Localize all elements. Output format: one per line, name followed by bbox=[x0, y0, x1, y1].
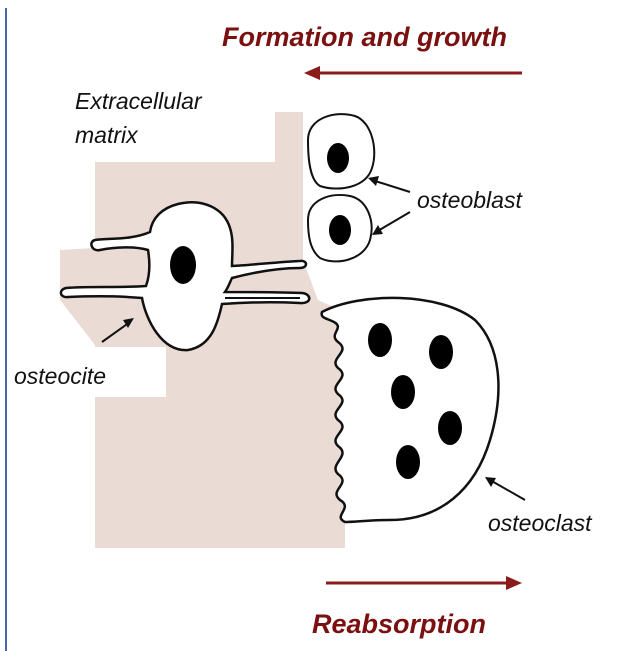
extracellular-matrix-label-line2: matrix bbox=[75, 122, 139, 148]
reabsorption-heading: Reabsorption bbox=[312, 609, 486, 639]
extracellular-matrix-label-line1: Extracellular bbox=[75, 88, 203, 114]
osteoclast-label: osteoclast bbox=[488, 510, 593, 536]
osteoclast-nucleus bbox=[391, 375, 415, 409]
formation-growth-heading: Formation and growth bbox=[222, 22, 507, 52]
osteoblast-label: osteoblast bbox=[417, 187, 523, 213]
osteoblast-cell-2 bbox=[308, 195, 372, 261]
formation-arrow bbox=[304, 66, 522, 80]
osteoclast-cell bbox=[322, 298, 499, 522]
osteoclast-nucleus bbox=[438, 411, 462, 445]
osteoblast-cell-1 bbox=[308, 114, 374, 188]
osteoblast-pointer-arrows bbox=[368, 176, 410, 235]
osteoblast-nucleus bbox=[327, 143, 349, 173]
osteoblast-nucleus bbox=[329, 215, 351, 245]
osteocyte-nucleus bbox=[170, 246, 196, 284]
osteoclast-nucleus bbox=[368, 323, 392, 357]
osteoclast-pointer-arrow bbox=[485, 477, 525, 500]
osteoclast-nucleus bbox=[429, 335, 453, 369]
osteocite-label: osteocite bbox=[14, 363, 106, 389]
osteoclast-nucleus bbox=[396, 445, 420, 479]
reabsorption-arrow bbox=[326, 576, 522, 590]
